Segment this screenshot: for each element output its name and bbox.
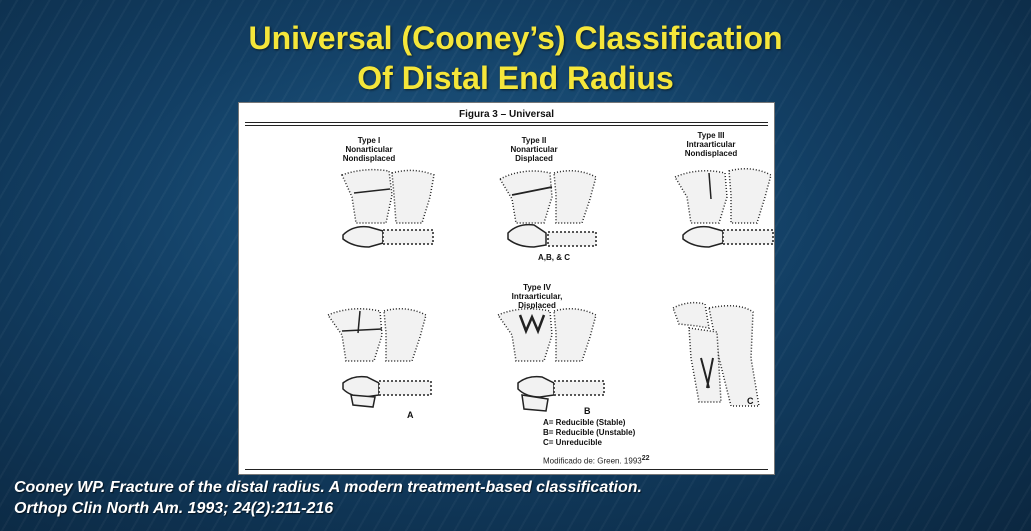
figure-heading: Figura 3 – Universal (239, 109, 774, 120)
title-line-1: Universal (Cooney’s) Classification (0, 18, 1031, 58)
source-note-text: Modificado de: Green. 1993 (543, 457, 642, 466)
source-note-ref: 22 (642, 455, 650, 462)
type-4-desc-1: Intraarticular, (497, 292, 577, 301)
type-2-desc-1: Nonarticular (494, 145, 574, 154)
type-2-desc-2: Displaced (494, 154, 574, 163)
variant-c-letter: C (747, 396, 754, 406)
abc-label: A,B, & C (524, 253, 584, 262)
title-line-2: Of Distal End Radius (0, 58, 1031, 98)
variant-b-letter: B (584, 406, 591, 416)
reducibility-legend: A= Reducible (Stable) B= Reducible (Unst… (543, 418, 635, 448)
type-3-desc-2: Nondisplaced (671, 149, 751, 158)
type-2-wrist-lateral-drawing (504, 221, 604, 251)
figure-top-rule (245, 122, 768, 123)
type-1-desc-1: Nonarticular (329, 145, 409, 154)
type-3-label: Type III Intraarticular Nondisplaced (671, 131, 751, 158)
reference-citation: Cooney WP. Fracture of the distal radius… (14, 477, 642, 519)
type-1-wrist-ap-drawing (334, 165, 444, 225)
source-note: Modificado de: Green. 199322 (543, 455, 650, 466)
type-3-name: Type III (671, 131, 751, 140)
slide-title: Universal (Cooney’s) Classification Of D… (0, 18, 1031, 98)
figure-bottom-rule (245, 469, 768, 470)
legend-c: C= Unreducible (543, 438, 635, 448)
type-4b-wrist-lateral-drawing (514, 371, 614, 415)
type-4b-wrist-ap-drawing (494, 303, 604, 363)
type-3-wrist-ap-drawing (669, 165, 779, 225)
type-4-name: Type IV (497, 283, 577, 292)
citation-line-2: Orthop Clin North Am. 1993; 24(2):211-21… (14, 498, 642, 519)
type-3-desc-1: Intraarticular (671, 140, 751, 149)
type-4a-wrist-ap-drawing (324, 303, 434, 363)
type-1-wrist-lateral-drawing (339, 221, 439, 251)
variant-a-letter: A (407, 410, 414, 420)
citation-line-1: Cooney WP. Fracture of the distal radius… (14, 477, 642, 498)
type-4c-wrist-drawing (669, 298, 779, 408)
classification-figure: Figura 3 – Universal Type I Nonarticular… (238, 102, 775, 475)
figure-top-rule-2 (245, 125, 768, 126)
legend-a: A= Reducible (Stable) (543, 418, 635, 428)
type-1-desc-2: Nondisplaced (329, 154, 409, 163)
legend-b: B= Reducible (Unstable) (543, 428, 635, 438)
type-4a-wrist-lateral-drawing (339, 371, 439, 411)
type-2-name: Type II (494, 136, 574, 145)
type-2-label: Type II Nonarticular Displaced (494, 136, 574, 163)
type-1-name: Type I (329, 136, 409, 145)
type-1-label: Type I Nonarticular Nondisplaced (329, 136, 409, 163)
type-3-wrist-lateral-drawing (679, 221, 779, 251)
type-2-wrist-ap-drawing (494, 165, 604, 225)
